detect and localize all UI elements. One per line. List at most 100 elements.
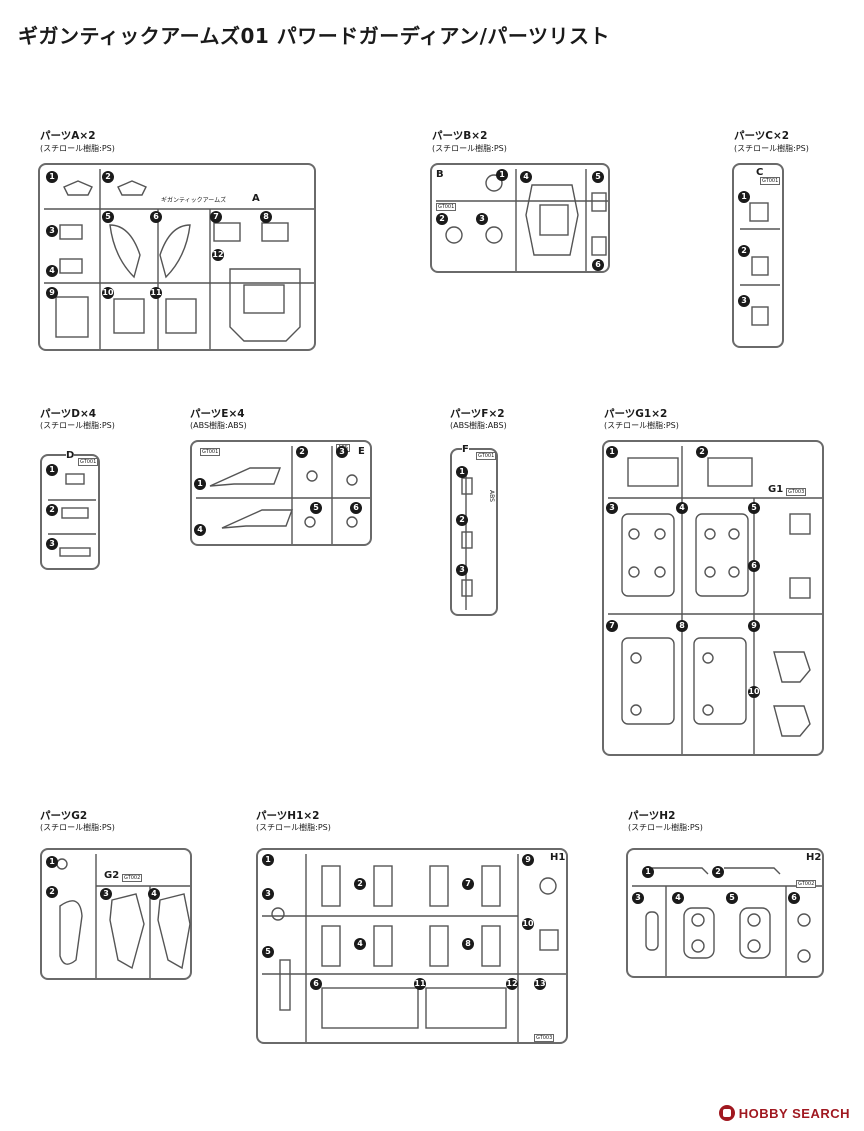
- part-number: 1: [262, 854, 274, 866]
- part-number: 1: [46, 464, 58, 476]
- runner-f-code: GT001: [476, 452, 497, 460]
- runner-h2-code: GT002: [796, 880, 817, 888]
- part-number: 3: [738, 295, 750, 307]
- part-number: 6: [310, 978, 322, 990]
- section-h2-material: (スチロール樹脂:PS): [628, 823, 703, 832]
- part-number: 4: [354, 938, 366, 950]
- part-number: 2: [436, 213, 448, 225]
- part-number: 2: [696, 446, 708, 458]
- part-number: 2: [46, 504, 58, 516]
- section-g2-material: (スチロール樹脂:PS): [40, 823, 115, 832]
- part-number: 4: [676, 502, 688, 514]
- runner-g2-tab: G2: [104, 870, 120, 881]
- runner-b-drawing: [436, 169, 608, 271]
- part-number: 1: [738, 191, 750, 203]
- runner-g2-drawing: [56, 854, 191, 978]
- part-number: 8: [676, 620, 688, 632]
- part-number: 6: [592, 259, 604, 271]
- section-b-material: (スチロール樹脂:PS): [432, 144, 507, 153]
- runner-a: ギガンティックアームズ A 1 2 3 4 5 6 7 8 9 10 11 12: [38, 163, 316, 351]
- section-h1-title: パーツH1×2: [256, 810, 320, 822]
- part-number: 4: [672, 892, 684, 904]
- part-number: 1: [46, 171, 58, 183]
- part-number: 7: [210, 211, 222, 223]
- runner-d-code: GT001: [78, 458, 99, 466]
- runner-c-tab: C: [756, 167, 764, 178]
- runner-b-tab: B: [436, 169, 444, 180]
- runner-h1-code: GT003: [534, 1034, 555, 1042]
- part-number: 3: [262, 888, 274, 900]
- runner-e-code: GT001: [200, 448, 221, 456]
- runner-d-drawing: [48, 473, 96, 557]
- section-g1-material: (スチロール樹脂:PS): [604, 421, 679, 430]
- part-number: 8: [462, 938, 474, 950]
- part-number: 5: [748, 502, 760, 514]
- part-number: 9: [748, 620, 760, 632]
- part-number: 3: [100, 888, 112, 900]
- part-number: 9: [522, 854, 534, 866]
- part-number: 4: [194, 524, 206, 536]
- section-a-title: パーツA×2: [40, 130, 96, 142]
- part-number: 5: [310, 502, 322, 514]
- section-g1-title: パーツG1×2: [604, 408, 668, 420]
- part-number: 3: [476, 213, 488, 225]
- runner-c: C GT001 1 2 3: [732, 163, 784, 348]
- runner-e-drawing: [196, 446, 370, 544]
- part-number: 2: [296, 446, 308, 458]
- hobby-search-logo: HOBBY SEARCH: [718, 1105, 850, 1121]
- part-number: 7: [462, 878, 474, 890]
- part-number: 3: [46, 225, 58, 237]
- runner-d: D GT001 1 2 3: [40, 450, 100, 570]
- part-number: 2: [456, 514, 468, 526]
- runner-h2: H2 GT002 1 2 3 4 5 6: [626, 848, 824, 978]
- runner-f-tab: F: [462, 444, 469, 455]
- section-d-title: パーツD×4: [40, 408, 97, 420]
- part-number: 5: [102, 211, 114, 223]
- part-number: 11: [414, 978, 426, 990]
- runner-g1: G1 GT003 1 2 3 4 5 6 7 8 9 10: [602, 440, 824, 756]
- part-number: 3: [46, 538, 58, 550]
- part-number: 9: [46, 287, 58, 299]
- runner-a-tab: A: [252, 193, 260, 204]
- part-number: 3: [456, 564, 468, 576]
- part-number: 1: [46, 856, 58, 868]
- part-number: 3: [336, 446, 348, 458]
- part-number: 1: [606, 446, 618, 458]
- section-a-material: (スチロール樹脂:PS): [40, 144, 115, 153]
- runner-f: F GT001 ABS 1 2 3: [450, 444, 498, 616]
- runner-g2: G2 GT002 1 2 3 4: [40, 848, 192, 980]
- hobby-search-logo-icon: [718, 1105, 735, 1121]
- runner-e-tab: E: [358, 446, 365, 457]
- runner-h2-tab: H2: [806, 852, 822, 863]
- part-number: 13: [534, 978, 546, 990]
- part-number: 10: [748, 686, 760, 698]
- runner-c-code: GT001: [760, 177, 781, 185]
- part-number: 2: [46, 886, 58, 898]
- section-h1-material: (スチロール樹脂:PS): [256, 823, 331, 832]
- runner-b-code: GT001: [436, 203, 457, 211]
- runner-d-tab: D: [66, 450, 75, 461]
- part-number: 2: [354, 878, 366, 890]
- part-number: 5: [726, 892, 738, 904]
- runner-g1-code: GT003: [786, 488, 807, 496]
- part-number: 3: [606, 502, 618, 514]
- part-number: 12: [212, 249, 224, 261]
- runner-h1-tab: H1: [550, 852, 566, 863]
- runner-h1-drawing: [262, 854, 566, 1042]
- section-c-material: (スチロール樹脂:PS): [734, 144, 809, 153]
- part-number: 6: [788, 892, 800, 904]
- part-number: 5: [592, 171, 604, 183]
- part-number: 6: [150, 211, 162, 223]
- part-number: 1: [642, 866, 654, 878]
- part-number: 6: [350, 502, 362, 514]
- runner-a-drawing: [44, 169, 314, 349]
- runner-c-drawing: [740, 202, 780, 326]
- section-b-title: パーツB×2: [432, 130, 488, 142]
- hobby-search-logo-text: HOBBY SEARCH: [738, 1105, 850, 1121]
- part-number: 4: [46, 265, 58, 277]
- runner-h1: H1 GT003 1 2 3 4 5 6 7 8 9 10 11 12 13: [256, 848, 568, 1044]
- section-c-title: パーツC×2: [734, 130, 790, 142]
- runner-h2-drawing: [632, 867, 822, 976]
- section-h2-title: パーツH2: [628, 810, 676, 822]
- part-number: 1: [496, 169, 508, 181]
